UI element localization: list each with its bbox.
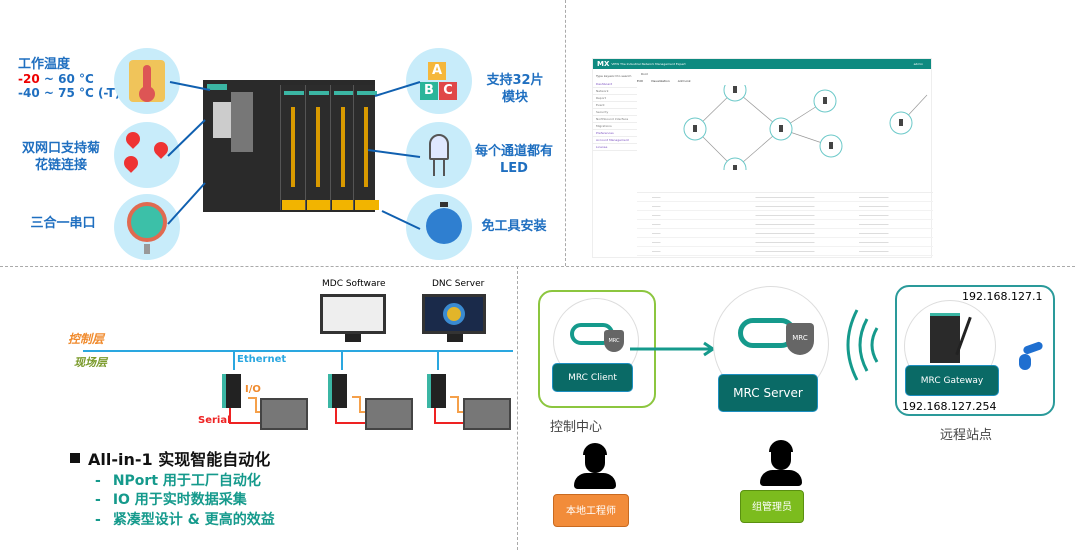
engineer-icon	[574, 443, 616, 489]
sidebar-item[interactable]: Report	[593, 95, 637, 102]
nport-device	[222, 374, 241, 408]
group-admin-badge: 组管理员	[740, 490, 804, 523]
admin-icon	[760, 440, 802, 486]
divider-vertical-top	[565, 0, 566, 266]
nport-device	[427, 374, 446, 408]
field-layer-label: 现场层	[74, 356, 107, 369]
led-icon	[406, 122, 472, 188]
sidebar-item[interactable]: Network	[593, 88, 637, 95]
ethernet-drop	[233, 350, 235, 370]
ip-bottom: 192.168.127.254	[902, 400, 997, 413]
io-module	[280, 85, 306, 210]
sidebar-item[interactable]: Northbound Interface	[593, 116, 637, 123]
sidebar-item[interactable]: Security	[593, 109, 637, 116]
dnc-monitor-icon	[422, 294, 486, 334]
bullet-item: -NPort 用于工厂自动化	[95, 473, 261, 489]
mrc-gateway-box: MRC Gateway	[905, 365, 999, 396]
dnc-label: DNC Server	[432, 279, 485, 289]
mrc-client-box: MRC Client	[552, 363, 633, 392]
cnc-machine-icon	[365, 398, 413, 430]
dual-lan-label: 双网口支持菊花链连接	[22, 141, 101, 173]
local-engineer-badge: 本地工程师	[553, 494, 629, 527]
stopwatch-icon	[406, 194, 472, 260]
io-module	[305, 85, 331, 210]
sidebar-item[interactable]: Dashboard	[593, 81, 637, 88]
toolfree-label: 免工具安装	[481, 219, 547, 234]
sidebar-item[interactable]: License	[593, 144, 637, 151]
topology-map	[683, 85, 928, 170]
sidebar-item[interactable]: Account Management	[593, 137, 637, 144]
divider-vertical-bottom	[517, 266, 518, 550]
shield-icon: MRC	[604, 330, 624, 352]
cnc-machine-icon	[260, 398, 308, 430]
io-label: I/O	[245, 384, 261, 395]
nport-device	[328, 374, 347, 408]
visualization-menu[interactable]: Visualization	[650, 79, 670, 83]
square-bullet-icon	[70, 453, 80, 463]
mxview-screenshot: MX VIEW The Industrial Network Managemen…	[592, 58, 933, 258]
edit-menu[interactable]: Edit	[637, 79, 643, 83]
ethernet-bus	[83, 350, 513, 352]
serial-label: 三合一串口	[30, 216, 96, 231]
sidebar-item[interactable]: Event	[593, 102, 637, 109]
robot-arm-icon	[1015, 340, 1045, 370]
ip-top: 192.168.127.1	[962, 290, 1043, 303]
mdc-monitor-icon	[320, 294, 386, 334]
remote-site-box	[895, 285, 1055, 416]
arrow-icon	[630, 341, 716, 357]
cnc-machine-icon	[463, 398, 511, 430]
ethernet-label: Ethernet	[237, 354, 287, 365]
callout-lines	[167, 81, 421, 230]
wireless-signal-icon	[846, 309, 879, 381]
io-module	[330, 85, 356, 210]
add-link-button[interactable]: Add Link	[677, 79, 691, 83]
sidebar-item[interactable]: Migrations	[593, 123, 637, 130]
remote-site-label: 远程站点	[940, 428, 993, 443]
topology-toolbar: Edit Visualization Add Link	[637, 79, 691, 83]
shield-icon: MRC	[786, 323, 814, 355]
event-table	[637, 187, 933, 256]
serial-label: Serial	[198, 415, 231, 426]
control-layer-label: 控制层	[68, 332, 105, 346]
bullet-item: -紧凑型设计 & 更高的效益	[95, 512, 275, 528]
mrc-server-box: MRC Server	[718, 374, 818, 412]
control-center-label: 控制中心	[550, 420, 603, 435]
wiring	[229, 396, 464, 424]
abc-blocks-icon: A B C	[406, 48, 472, 114]
ethernet-drop	[341, 350, 343, 370]
io-module	[353, 85, 379, 210]
thermometer-icon	[114, 48, 180, 114]
modules-label: 支持32片模块	[486, 73, 544, 105]
user-menu[interactable]: admin	[913, 62, 923, 66]
bullet-item: -IO 用于实时数据采集	[95, 492, 247, 508]
divider-horizontal	[0, 266, 1075, 267]
gauge-icon	[114, 194, 180, 260]
ethernet-drop	[437, 350, 439, 370]
breadcrumb[interactable]: Root	[641, 72, 648, 76]
sidebar: Type keyword to search Dashboard Network…	[593, 71, 637, 151]
led-label: 每个通道都有LED	[474, 144, 553, 176]
mxview-header: MX VIEW The Industrial Network Managemen…	[593, 59, 931, 69]
search-input[interactable]: Type keyword to search	[596, 74, 632, 78]
mdc-label: MDC Software	[322, 279, 386, 289]
temperature-label: 工作温度 -20 ~ 60 °C -40 ~ 75 °C (-T)	[18, 57, 121, 101]
gateway-device-icon	[930, 313, 960, 363]
sidebar-item[interactable]: Preferences	[593, 130, 637, 137]
headline: All-in-1 实现智能自动化	[70, 446, 270, 470]
